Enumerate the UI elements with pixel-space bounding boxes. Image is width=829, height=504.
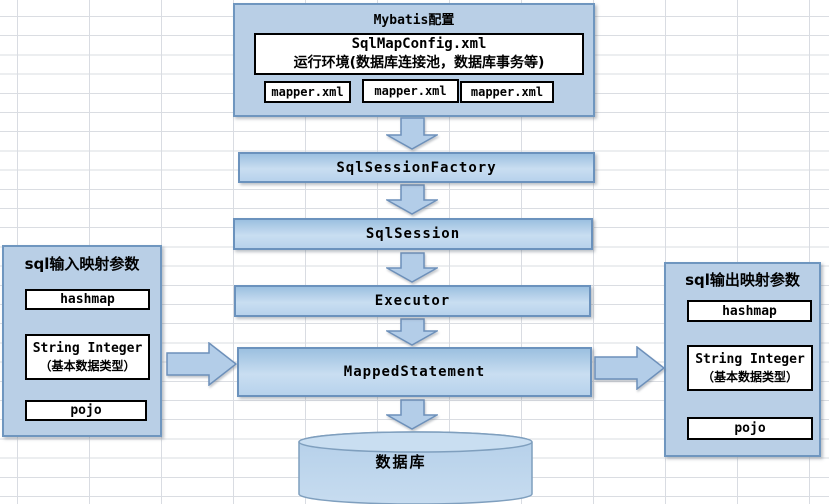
mapper-xml-box: mapper.xml	[362, 79, 459, 103]
output-type-line2: （基本数据类型）	[701, 369, 798, 384]
output-pojo-box: pojo	[687, 417, 813, 440]
down-arrow-icon	[386, 117, 438, 150]
right-arrow-icon	[594, 346, 665, 390]
sqlsession-box: SqlSession	[233, 218, 593, 250]
mybatis-config-group: Mybatis配置 SqlMapConfig.xml 运行环境(数据库连接池，数…	[233, 3, 595, 117]
output-hashmap-box: hashmap	[687, 300, 812, 322]
sqlsession-label: SqlSession	[365, 226, 461, 242]
mapper-xml-box: mapper.xml	[264, 81, 351, 103]
sql-output-panel: sql输出映射参数 hashmap String Integer （基本数据类型…	[664, 262, 821, 457]
input-hashmap-box: hashmap	[25, 289, 150, 310]
down-arrow-icon	[386, 399, 438, 430]
mappedstatement-label: MappedStatement	[343, 364, 486, 380]
output-type-line1: String Integer	[695, 351, 805, 367]
sqlsessionfactory-label: SqlSessionFactory	[336, 159, 497, 176]
input-type-line2: （基本数据类型）	[39, 358, 136, 373]
database-label: 数据库	[375, 453, 427, 471]
input-pojo-box: pojo	[25, 400, 147, 421]
mappedstatement-box: MappedStatement	[237, 347, 592, 397]
sqlmapconfig-box: SqlMapConfig.xml 运行环境(数据库连接池，数据库事务等)	[254, 33, 584, 75]
input-type-box: String Integer （基本数据类型）	[25, 334, 150, 380]
sqlmapconfig-filename: SqlMapConfig.xml	[351, 36, 487, 52]
right-arrow-icon	[166, 342, 237, 386]
mapper-xml-box: mapper.xml	[460, 81, 554, 103]
cylinder-top	[298, 431, 533, 453]
output-type-box: String Integer （基本数据类型）	[687, 345, 813, 391]
down-arrow-icon	[386, 184, 438, 215]
sqlmapconfig-description: 运行环境(数据库连接池，数据库事务等)	[293, 55, 545, 71]
down-arrow-icon	[386, 252, 438, 283]
mybatis-config-title: Mybatis配置	[373, 13, 455, 28]
sql-output-title: sql输出映射参数	[685, 271, 800, 289]
sqlsessionfactory-box: SqlSessionFactory	[238, 152, 595, 183]
executor-box: Executor	[234, 285, 591, 317]
database-cylinder: 数据库	[298, 431, 533, 504]
sql-input-panel: sql输入映射参数 hashmap String Integer （基本数据类型…	[2, 245, 162, 437]
executor-label: Executor	[374, 293, 451, 309]
down-arrow-icon	[386, 318, 438, 346]
input-type-line1: String Integer	[32, 340, 143, 356]
sql-input-title: sql输入映射参数	[24, 255, 140, 273]
